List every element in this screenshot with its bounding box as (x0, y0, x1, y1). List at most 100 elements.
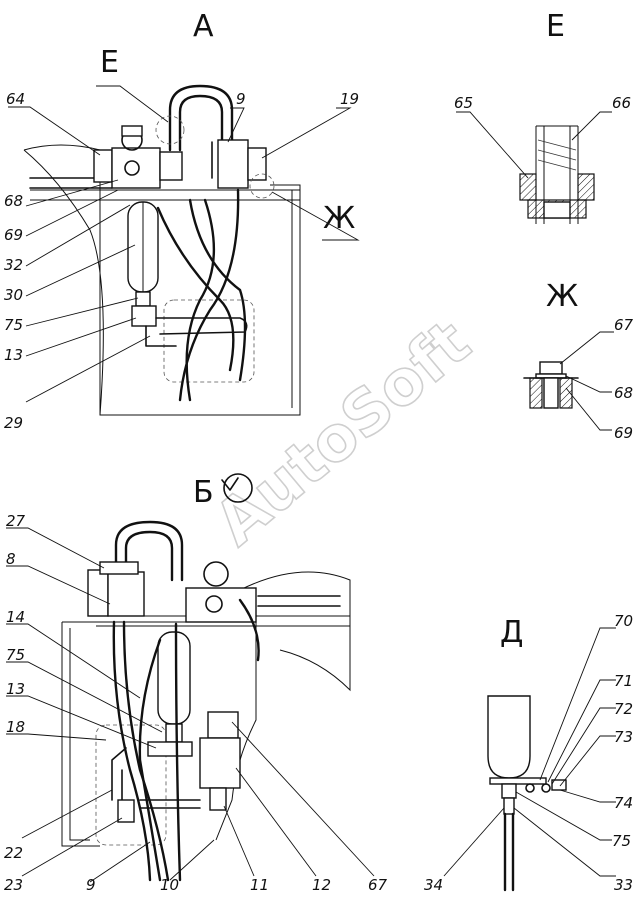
hose-loop-outer-b (114, 520, 184, 582)
label-75-d: 75 (612, 832, 631, 850)
fitting-8 (87, 569, 109, 617)
hose-b-2 (122, 620, 170, 882)
hose-29 (155, 317, 248, 335)
tee-13-a (131, 305, 157, 327)
leader-18 (6, 733, 107, 741)
nut-75-b (165, 723, 183, 743)
label-67-b: 67 (368, 876, 388, 894)
leader-30 (25, 244, 136, 297)
valve-67 (207, 711, 239, 739)
label-33: 33 (614, 876, 633, 894)
bolt-shank-69 (543, 377, 559, 409)
label-32: 32 (4, 256, 23, 274)
label-23: 23 (4, 876, 23, 894)
leader-23 (21, 817, 123, 877)
nut-73 (551, 779, 567, 791)
leader-27 (6, 527, 105, 569)
view-b-rotation-circle (223, 473, 253, 503)
pipe-10 (139, 799, 201, 809)
view-zh-title: Ж (546, 279, 578, 314)
label-72: 72 (614, 700, 633, 718)
solenoid-cap-a (121, 125, 143, 137)
label-12: 12 (312, 876, 331, 894)
leader-66 (571, 111, 612, 141)
label-13-b: 13 (6, 680, 25, 698)
label-64: 64 (6, 90, 25, 108)
pipe-29 (145, 325, 177, 347)
solenoid-b (203, 561, 229, 587)
hose-b-right (257, 595, 341, 607)
frame-curve (23, 149, 104, 416)
label-69-zh: 69 (614, 424, 633, 442)
leader-29 (25, 335, 151, 403)
detail-circle-zh (249, 173, 275, 199)
label-27: 27 (6, 512, 26, 530)
plate-right (559, 377, 573, 409)
valve-19 (217, 139, 249, 189)
leader-33 (513, 807, 616, 877)
leader-68-zh (565, 375, 612, 393)
label-71: 71 (614, 672, 633, 690)
frame-outline (23, 144, 301, 416)
label-66: 66 (612, 94, 631, 112)
view-a: А Е Ж (4, 9, 360, 432)
hose-b-4 (138, 638, 162, 882)
bracket-plate-70 (489, 777, 547, 785)
view-e-detail: Е 65 66 (454, 9, 631, 224)
accumulator-b (157, 631, 191, 725)
label-68-a: 68 (4, 192, 23, 210)
view-b-title: Б (193, 475, 214, 510)
leader-64 (8, 106, 101, 156)
nut-75-d (501, 783, 517, 799)
hose-34 (503, 812, 515, 892)
union-bore (543, 201, 571, 219)
leader-75-d (515, 791, 612, 841)
label-13-a: 13 (4, 346, 23, 364)
leader-10 (169, 839, 215, 881)
valve-side-a (159, 151, 183, 181)
valve-b-port (205, 595, 223, 613)
valve-19-fitting (247, 147, 267, 181)
leader-75-b (6, 661, 163, 733)
label-9-b: 9 (86, 876, 96, 894)
leader-72 (551, 707, 616, 785)
hose-loop-outer-a (168, 84, 234, 152)
valve-8-top (99, 561, 139, 575)
view-a-title: А (193, 9, 214, 44)
view-d-title: Д (500, 615, 523, 650)
leader-67 (559, 331, 614, 365)
label-19: 19 (340, 90, 359, 108)
label-69-a: 69 (4, 226, 23, 244)
label-9-a: 9 (236, 90, 246, 108)
label-29: 29 (4, 414, 23, 432)
hose-loop-inner-a (178, 94, 224, 152)
label-73: 73 (614, 728, 633, 746)
hose-b-3 (174, 622, 182, 882)
bolt-72 (541, 783, 551, 793)
label-75-a: 75 (4, 316, 23, 334)
tube-hatch (537, 139, 577, 171)
label-67-zh: 67 (614, 316, 634, 334)
label-34: 34 (424, 876, 443, 894)
label-30: 30 (4, 286, 23, 304)
label-22: 22 (4, 844, 23, 862)
label-14: 14 (6, 608, 25, 626)
view-e-title: Е (546, 9, 565, 44)
detail-circle-e (155, 115, 185, 145)
leader-34 (443, 807, 505, 877)
view-zh-reference: Ж (323, 201, 355, 236)
fitting-11 (209, 787, 227, 811)
beam-a (30, 189, 300, 201)
hose-loop-inner-b (124, 530, 174, 582)
nut-75-a (135, 291, 151, 307)
label-74: 74 (614, 794, 633, 812)
nut-65-right (577, 173, 595, 201)
accumulator-d (487, 695, 531, 779)
leader-19 (261, 107, 352, 159)
leader-9-a (227, 107, 245, 143)
leader-9-b (89, 841, 151, 883)
label-18: 18 (6, 718, 25, 736)
bracket-dashed-a (163, 299, 255, 383)
valve-12 (199, 737, 241, 789)
